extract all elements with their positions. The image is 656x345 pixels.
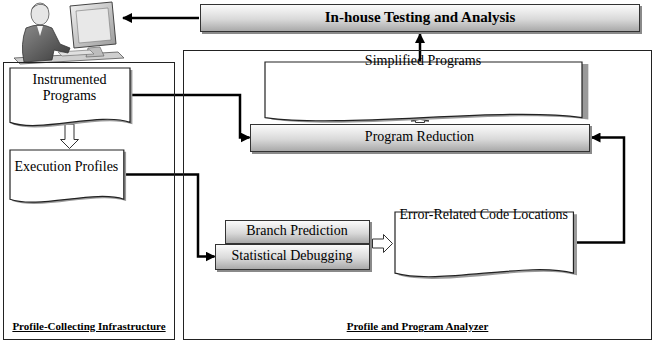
group-panel: Profile and Program Analyzer Simplified P… (183, 50, 652, 340)
feedback-arrow (123, 17, 199, 20)
document-body (10, 150, 124, 202)
process-box: Branch Prediction (225, 220, 370, 244)
document-body (265, 62, 582, 121)
document-shape: Simplified Programs (265, 62, 582, 127)
flow-arrow (573, 138, 624, 243)
process-box: In-house Testing and Analysis (200, 4, 640, 32)
node-label: Instrumented Programs (10, 72, 130, 104)
document-outline (10, 150, 124, 208)
node-label: Profile and Program Analyzer (347, 320, 489, 333)
document-shape: Error-Related Code Locations (395, 212, 573, 284)
document-outline (265, 62, 582, 127)
flow-arrow (123, 174, 214, 256)
node-label: Error-Related Code Locations (400, 207, 568, 223)
document-shape: Instrumented Programs (10, 68, 130, 132)
node-label: Statistical Debugging (232, 248, 353, 264)
node-label: Branch Prediction (246, 223, 347, 239)
flow-arrow (130, 95, 250, 137)
group-panel: Profile-Collecting Infrastructure Instrum… (3, 62, 175, 340)
process-box: Statistical Debugging (215, 244, 370, 270)
node-label: Program Reduction (365, 129, 474, 145)
node-label: In-house Testing and Analysis (325, 9, 516, 26)
document-outline (395, 212, 573, 284)
block-arrow (373, 235, 393, 253)
block-arrow (61, 124, 79, 148)
node-label: Execution Profiles (15, 159, 119, 175)
document-body (10, 68, 130, 126)
block-arrow (411, 119, 429, 122)
node-label: Simplified Programs (365, 53, 481, 69)
computer-user (14, 2, 124, 64)
node-label: Profile-Collecting Infrastructure (12, 320, 165, 333)
process-box: Program Reduction (250, 124, 590, 152)
document-shape: Execution Profiles (10, 150, 124, 208)
